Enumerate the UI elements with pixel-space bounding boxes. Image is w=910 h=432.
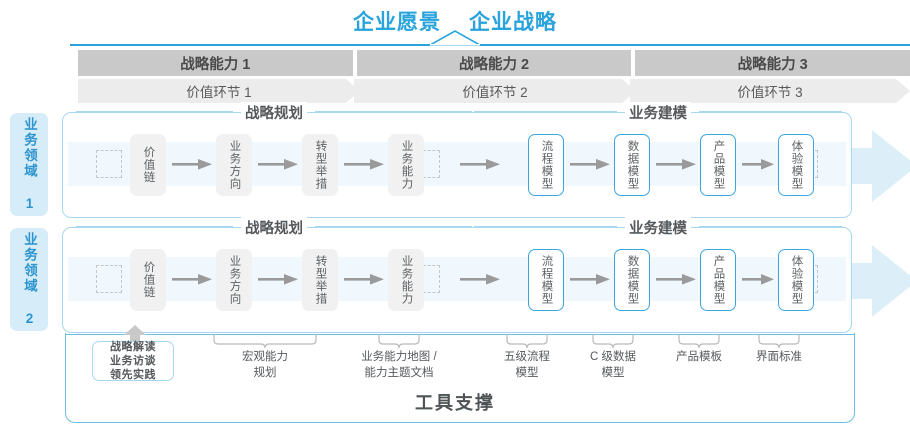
brace-icon-product-template xyxy=(678,334,720,349)
tool-strategy-line-1: 战略解读 xyxy=(110,340,156,353)
section-title-modeling-1: 业务建模 xyxy=(625,101,691,123)
value-chain-cell-3: 价值环节 3 xyxy=(630,79,910,103)
brace-icon-ui-standard xyxy=(758,334,800,349)
node-business-direction-1[interactable]: 业务方向 xyxy=(216,134,252,196)
capability-cell-2: 战略能力 2 xyxy=(356,50,632,76)
tool-label-capability-map: 业务能力地图 / 能力主题文档 xyxy=(361,351,437,379)
title-strategy: 企业战略 xyxy=(469,11,557,34)
section-header-planning-1: 战略规划 xyxy=(76,101,472,123)
value-chain-cell-1: 价值环节 1 xyxy=(78,79,360,103)
brace-icon-process-model xyxy=(506,334,548,349)
brace-icon-capability-map xyxy=(378,334,420,349)
tool-label-ui-standard: 界面标准 xyxy=(756,351,802,363)
capability-cell-1: 战略能力 1 xyxy=(78,50,353,76)
arrow-icon-2e xyxy=(570,274,610,285)
arrow-icon-2g xyxy=(742,274,774,285)
arrow-icon-1f xyxy=(656,159,696,170)
section-header-planning-2: 战略规划 xyxy=(76,216,472,238)
section-title-planning-2: 战略规划 xyxy=(241,216,307,238)
title-vision: 企业愿景 xyxy=(353,11,441,34)
tool-label-macro-capability: 宏观能力 规划 xyxy=(242,351,288,379)
arrow-icon-2c xyxy=(344,274,384,285)
domain-row-1: 战略规划 业务建模 价值链 业务方向 转型举措 业务能力 流程模型 数据模型 产… xyxy=(62,101,910,218)
tool-strategy-line-3: 领先实践 xyxy=(110,369,156,382)
top-divider-line xyxy=(70,44,910,46)
tool-support-top-rule xyxy=(65,334,855,336)
section-header-modeling-1: 业务建模 xyxy=(474,101,842,123)
section-header-modeling-2: 业务建模 xyxy=(474,216,842,238)
node-process-model-2[interactable]: 流程模型 xyxy=(528,249,564,311)
tool-support-frame xyxy=(65,333,855,423)
node-business-direction-2[interactable]: 业务方向 xyxy=(216,249,252,311)
arrow-icon-2a xyxy=(172,274,212,285)
tool-support-title: 工具支撑 xyxy=(415,393,495,413)
node-value-chain-2[interactable]: 价值链 xyxy=(130,249,166,311)
arrow-icon-1b xyxy=(258,159,298,170)
section-title-modeling-2: 业务建模 xyxy=(625,216,691,238)
arrow-icon-1d xyxy=(460,159,500,170)
section-title-planning-1: 战略规划 xyxy=(241,101,307,123)
title-peak-icon xyxy=(430,30,480,46)
tool-strategy-box[interactable]: 战略解读 业务访谈 领先实践 xyxy=(92,341,174,381)
node-data-model-2[interactable]: 数据模型 xyxy=(614,249,650,311)
node-transformation-2[interactable]: 转型举措 xyxy=(302,249,338,311)
node-experience-model-1[interactable]: 体验模型 xyxy=(778,134,814,196)
arrow-icon-1g xyxy=(742,159,774,170)
node-product-model-2[interactable]: 产品模型 xyxy=(700,249,736,311)
arrow-icon-1e xyxy=(570,159,610,170)
node-business-capability-2[interactable]: 业务能力 xyxy=(388,249,424,311)
arrow-icon-1c xyxy=(344,159,384,170)
node-product-model-1[interactable]: 产品模型 xyxy=(700,134,736,196)
brace-icon-macro-capability xyxy=(213,334,317,349)
tool-label-process-model: 五级流程 模型 xyxy=(504,351,550,379)
tool-strategy-line-2: 业务访谈 xyxy=(110,354,156,367)
node-value-chain-1[interactable]: 价值链 xyxy=(130,134,166,196)
node-business-capability-1[interactable]: 业务能力 xyxy=(388,134,424,196)
node-process-model-1[interactable]: 流程模型 xyxy=(528,134,564,196)
domain-row-2: 战略规划 业务建模 价值链 业务方向 转型举措 业务能力 流程模型 数据模型 产… xyxy=(62,216,910,333)
domain-label-1: 业务领域 1 xyxy=(10,113,48,216)
arrow-icon-1a xyxy=(172,159,212,170)
value-chain-header-row: 价值环节 1 价值环节 2 价值环节 3 xyxy=(78,79,910,103)
arrow-icon-2f xyxy=(656,274,696,285)
up-arrow-icon xyxy=(124,325,146,345)
capability-header-row: 战略能力 1 战略能力 2 战略能力 3 xyxy=(78,50,910,76)
value-chain-cell-2: 价值环节 2 xyxy=(354,79,636,103)
capability-cell-3: 战略能力 3 xyxy=(635,50,910,76)
tool-label-product-template: 产品模板 xyxy=(676,351,722,363)
arrow-icon-2b xyxy=(258,274,298,285)
tool-label-data-model: C 级数据 模型 xyxy=(590,351,636,379)
domain-label-2: 业务领域 2 xyxy=(10,228,48,331)
diagram-title: 企业愿景 企业战略 xyxy=(0,6,910,36)
node-data-model-1[interactable]: 数据模型 xyxy=(614,134,650,196)
node-experience-model-2[interactable]: 体验模型 xyxy=(778,249,814,311)
placeholder-box-left-1 xyxy=(96,150,122,178)
placeholder-box-left-2 xyxy=(96,265,122,293)
node-transformation-1[interactable]: 转型举措 xyxy=(302,134,338,196)
arrow-icon-2d xyxy=(460,274,500,285)
brace-icon-data-model xyxy=(592,334,634,349)
